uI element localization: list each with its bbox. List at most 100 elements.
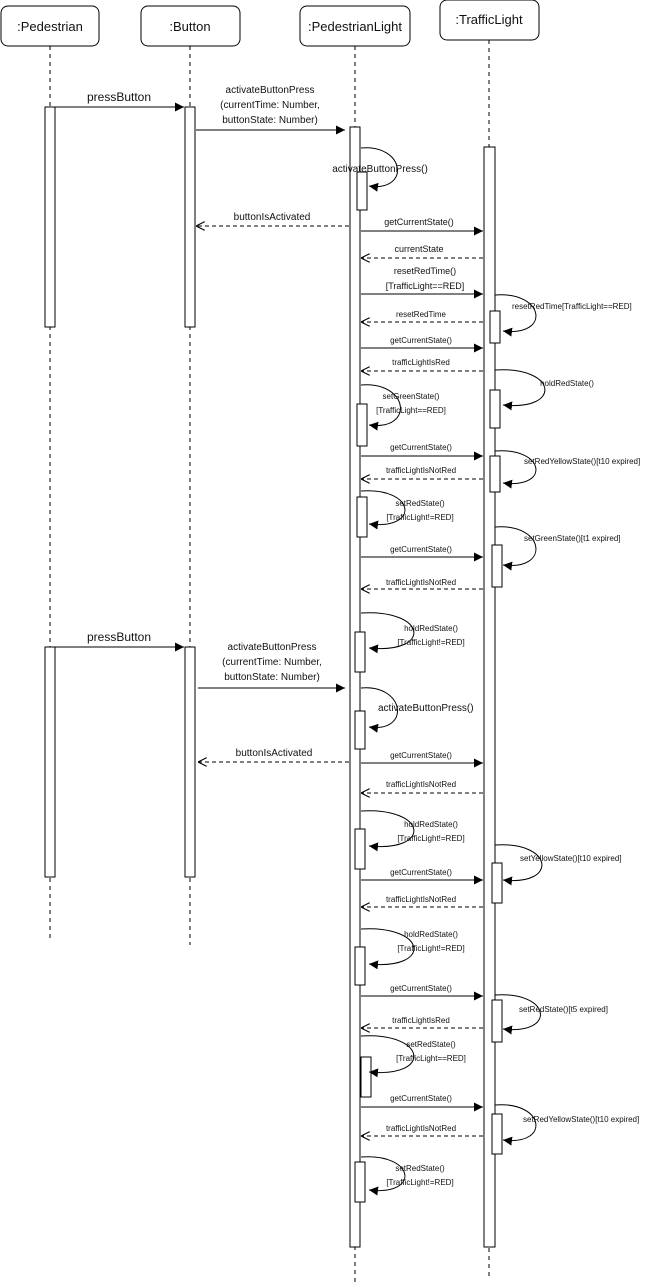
message-arrow: [360, 1035, 415, 1078]
message-return: trafficLightIsRed: [361, 358, 483, 371]
message-return: currentState: [361, 244, 483, 258]
message-return: trafficLightIsNotRed: [361, 1124, 483, 1136]
activation-pl-hold-red-3: [354, 946, 366, 986]
message-return: buttonIsActivated: [196, 212, 349, 226]
message-label: setRedState()[t5 expired]: [519, 1005, 608, 1014]
activation-pl-hold-red-1: [354, 631, 366, 673]
message-arrow: [360, 810, 415, 852]
message-call: getCurrentState(): [361, 751, 483, 768]
participant-name: :PedestrianLight: [308, 19, 402, 34]
message-label: buttonState: Number): [224, 672, 320, 683]
message-self: setGreenState()[TrafficLight==RED]: [360, 384, 446, 431]
message-arrow: [494, 450, 537, 489]
activation-button-1: [184, 106, 196, 328]
message-label: resetRedTime[TrafficLight==RED]: [512, 302, 632, 311]
message-arrow: [494, 1104, 537, 1146]
message-return: trafficLightIsNotRed: [361, 466, 483, 479]
message-label: setGreenState()[t1 expired]: [524, 534, 621, 543]
message-arrow: [360, 147, 398, 192]
message-call: getCurrentState(): [361, 545, 483, 562]
message-self: holdRedState()[TrafficLight!=RED]: [360, 810, 465, 852]
message-label: getCurrentState(): [390, 545, 452, 554]
message-label: [TrafficLight!=RED]: [386, 1178, 453, 1187]
message-call: activateButtonPress(currentTime: Number,…: [196, 85, 345, 135]
activation-pedestrian-light-main: [349, 126, 361, 1248]
message-label: setYellowState()[t10 expired]: [520, 854, 622, 863]
message-label: setRedState(): [395, 499, 445, 508]
message-self: setYellowState()[t10 expired]: [494, 844, 622, 886]
message-arrow: [494, 994, 541, 1035]
message-label: holdRedState(): [404, 930, 458, 939]
message-label: buttonState: Number): [222, 115, 318, 126]
message-self: setRedYellowState()[t10 expired]: [494, 450, 640, 489]
activation-pedestrian-2: [44, 646, 56, 878]
participant-name: :TrafficLight: [455, 12, 523, 27]
message-self: setRedState()[TrafficLight!=RED]: [360, 490, 454, 530]
message-label: pressButton: [87, 90, 151, 104]
message-arrow: [360, 1156, 406, 1196]
message-arrow: [360, 687, 398, 733]
message-self: setRedState()[TrafficLight==RED]: [360, 1035, 466, 1078]
message-label: [TrafficLight!=RED]: [397, 944, 464, 953]
activation-tl-yellow: [491, 862, 503, 904]
activation-tl-red-yellow-1: [489, 455, 501, 493]
message-call: pressButton: [55, 90, 184, 112]
message-self: resetRedTime[TrafficLight==RED]: [494, 294, 632, 337]
message-call: getCurrentState(): [361, 1094, 483, 1112]
activation-tl-green: [491, 544, 503, 588]
activation-button-2: [184, 646, 196, 878]
message-return: trafficLightIsRed: [361, 1016, 483, 1028]
message-label: buttonIsActivated: [234, 212, 311, 223]
message-label: trafficLightIsRed: [392, 358, 450, 367]
activation-pl-activate-1: [356, 171, 368, 211]
message-label: getCurrentState(): [390, 443, 452, 452]
message-return: trafficLightIsNotRed: [361, 578, 483, 589]
message-self: holdRedState() [TrafficLight!=RED]: [360, 928, 465, 970]
message-return: resetRedTime: [361, 310, 483, 322]
message-label: getCurrentState(): [390, 1094, 452, 1103]
activation-traffic-light-main: [483, 146, 496, 1248]
message-label: getCurrentState(): [390, 868, 452, 877]
message-label: resetRedTime: [396, 310, 446, 319]
message-label: currentState: [394, 244, 443, 254]
message-label: [TrafficLight==RED]: [386, 281, 465, 291]
message-label: setRedYellowState()[t10 expired]: [523, 1115, 639, 1124]
message-label: setRedState(): [406, 1040, 456, 1049]
activation-tl-red: [491, 999, 503, 1043]
message-label: holdRedState(): [540, 379, 594, 388]
message-label: trafficLightIsNotRed: [386, 1124, 456, 1133]
activation-pl-set-red-3: [354, 1161, 366, 1203]
message-label: getCurrentState(): [390, 751, 452, 760]
messages: pressButton activateButtonPress (currentTi…: [55, 85, 640, 1196]
message-label: activateButtonPress: [228, 642, 317, 653]
message-label: trafficLightIsNotRed: [386, 578, 456, 587]
message-return: trafficLightIsNotRed: [361, 895, 483, 907]
message-call: resetRedTime() [TrafficLight==RED]: [361, 266, 483, 299]
message-call: activateButtonPress (currentTime: Number,…: [198, 642, 345, 693]
activation-tl-red-yellow-2: [491, 1113, 503, 1155]
message-arrow: [494, 294, 537, 337]
message-call: getCurrentState(): [361, 336, 483, 353]
activation-pl-hold-red-2: [354, 828, 366, 870]
message-label: pressButton: [87, 630, 151, 644]
message-label: getCurrentState(): [390, 336, 452, 345]
message-self: activateButtonPress(): [332, 147, 428, 192]
message-label: holdRedState(): [404, 624, 458, 633]
message-self: holdRedState(): [494, 369, 594, 411]
message-label: trafficLightIsNotRed: [386, 780, 456, 789]
message-label: resetRedTime(): [394, 266, 456, 276]
message-label: (currentTime: Number,: [222, 657, 322, 668]
message-self: activateButtonPress(): [360, 687, 474, 733]
participant-pedestrian: :Pedestrian: [0, 5, 100, 47]
message-call: getCurrentState(): [361, 868, 483, 885]
message-label: getCurrentState(): [384, 217, 454, 227]
message-arrow: [360, 384, 401, 431]
activation-pl-set-red-2: [360, 1056, 372, 1098]
message-call: getCurrentState(): [361, 984, 483, 1001]
activation-pedestrian-1: [44, 106, 56, 328]
participant-name: :Button: [169, 19, 210, 34]
message-label: [TrafficLight!=RED]: [397, 638, 464, 647]
participant-traffic-light: :TrafficLight: [439, 0, 540, 41]
activation-pl-set-green: [356, 403, 368, 447]
